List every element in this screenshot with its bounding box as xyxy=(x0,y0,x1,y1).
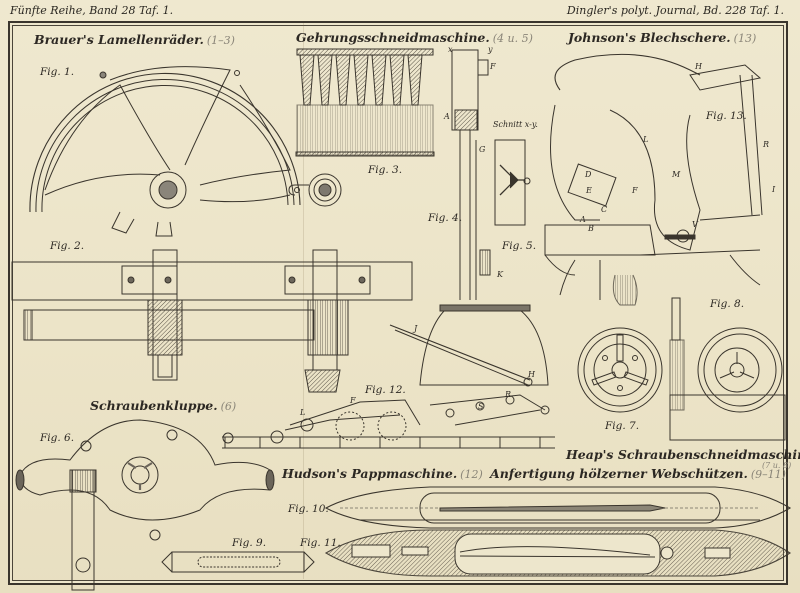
section-title-schraubenkluppe: Schraubenkluppe.(6) xyxy=(90,398,236,413)
fig5-section-drawing xyxy=(494,139,531,226)
figure-range: (4 u. 5) xyxy=(492,32,533,45)
section-title-heap: Heap's Schraubenschneidmaschine. xyxy=(566,447,800,462)
section-title-text: Brauer's Lamellenräder. xyxy=(34,32,204,47)
letter-F: F xyxy=(490,62,496,71)
letter-H: H xyxy=(528,370,535,379)
letter-I-13: I xyxy=(772,185,776,194)
fig3-hub-drawing xyxy=(288,173,342,207)
letter-H-13: H xyxy=(695,62,702,71)
letter-V-13: V xyxy=(692,220,698,229)
fig6-die-stock-drawing xyxy=(15,419,275,591)
figure-range: (13) xyxy=(733,32,757,45)
figure-range: (6) xyxy=(220,400,237,413)
section-title-gehrung: Gehrungsschneidmaschine.(4 u. 5) xyxy=(296,30,533,45)
letter-M-13: M xyxy=(672,170,681,179)
figure-range: (1–3) xyxy=(206,34,235,47)
fig2-shaft-assembly-drawing xyxy=(11,249,413,393)
figure-label-13: Fig. 13. xyxy=(706,110,747,122)
letter-F-12: F xyxy=(350,396,356,405)
journal-header: Dingler's polyt. Journal, Bd. 228 Taf. 1… xyxy=(566,4,784,17)
section-caption-schnitt: Schnitt x-y. xyxy=(493,120,538,129)
figure-label-5: Fig. 5. xyxy=(502,240,537,252)
fig4-column-drawing xyxy=(389,49,549,387)
letter-x: x xyxy=(448,45,453,54)
fold-crease xyxy=(303,23,304,579)
letter-S-12: S xyxy=(478,402,484,411)
section-title-text: Schraubenkluppe. xyxy=(90,398,218,413)
figure-label-9: Fig. 9. xyxy=(232,537,267,549)
figure-label-3: Fig. 3. xyxy=(368,164,403,176)
section-title-hudson: Hudson's Pappmaschine.(12) xyxy=(282,466,483,481)
letter-y: y xyxy=(488,45,493,54)
letter-E-13: E xyxy=(586,186,592,195)
letter-C-13: C xyxy=(601,205,608,214)
section-title-brauer: Brauer's Lamellenräder.(1–3) xyxy=(34,32,235,47)
section-title-text: Johnson's Blechschere. xyxy=(568,30,731,45)
figure-label-10: Fig. 10. xyxy=(288,503,329,515)
section-title-webschuetzen: Anfertigung hölzerner Webschützen.(9–11) xyxy=(490,466,786,481)
figure-label-4: Fig. 4. xyxy=(428,212,463,224)
letter-L-12: L xyxy=(300,408,306,417)
figure-label-1: Fig. 1. xyxy=(40,66,75,78)
letter-A: A xyxy=(444,112,450,121)
section-title-text: Anfertigung hölzerner Webschützen. xyxy=(490,466,748,481)
fig11-shuttle-section-drawing xyxy=(324,529,791,577)
letter-L-13: L xyxy=(643,135,649,144)
figure-label-12: Fig. 12. xyxy=(365,384,406,396)
letter-F-13: F xyxy=(632,186,638,195)
letter-R-13: R xyxy=(763,140,770,149)
fig12-board-machine-drawing xyxy=(222,394,555,449)
figure-label-6: Fig. 6. xyxy=(40,432,75,444)
letter-K: K xyxy=(497,270,503,279)
figure-label-11: Fig. 11. xyxy=(300,537,341,549)
fig8-head-drawing xyxy=(669,297,786,441)
figure-range: (12) xyxy=(460,468,483,481)
figure-range-heap: (7 u. 8) xyxy=(762,461,792,470)
figure-label-2: Fig. 2. xyxy=(50,240,85,252)
figure-label-7: Fig. 7. xyxy=(605,420,640,432)
section-title-text: Hudson's Pappmaschine. xyxy=(282,466,458,481)
letter-G: G xyxy=(479,145,486,154)
figure-range: (9–11) xyxy=(750,468,786,481)
fig13-shear-drawing xyxy=(544,53,763,306)
letter-J: J xyxy=(414,324,418,333)
fig3-blade-row-drawing xyxy=(295,48,435,157)
plate-border xyxy=(8,21,788,585)
letter-D-13: D xyxy=(585,170,592,179)
fig1-lamellar-wheel-drawing xyxy=(29,66,301,237)
series-header: Fünfte Reihe, Band 28 Taf. 1. xyxy=(10,4,174,17)
figure-label-8: Fig. 8. xyxy=(710,298,745,310)
fig7-chuck-drawing xyxy=(577,327,663,413)
section-title-johnson: Johnson's Blechschere.(13) xyxy=(568,30,756,45)
fig9-blank-drawing xyxy=(161,551,315,573)
letter-A-13: A xyxy=(580,215,586,224)
letter-R-12: R xyxy=(505,390,512,399)
section-title-text: Gehrungsschneidmaschine. xyxy=(296,30,490,45)
fig10-shuttle-drawing xyxy=(324,486,792,529)
letter-B-13: B xyxy=(588,224,594,233)
section-title-text: Heap's Schraubenschneidmaschine. xyxy=(566,447,800,462)
